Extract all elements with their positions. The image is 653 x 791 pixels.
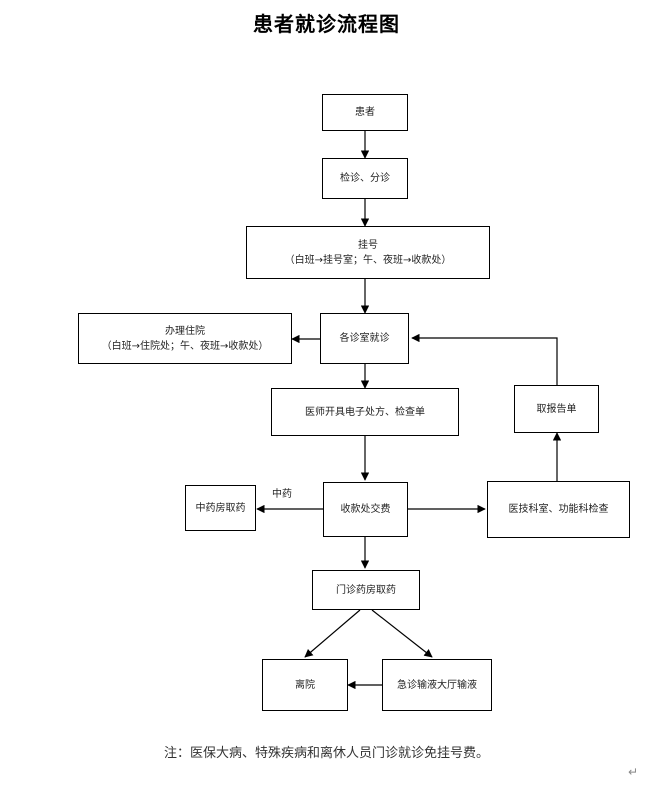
node-payment-label: 收款处交费 xyxy=(340,504,391,515)
edge-pharmacy-to-discharge xyxy=(304,609,361,658)
node-admission[interactable]: 办理住院 （白班→住院处；午、夜班→收款处） xyxy=(78,313,292,364)
node-prescription[interactable]: 医师开具电子处方、检查单 xyxy=(271,388,459,436)
node-infusion[interactable]: 急诊输液大厅输液 xyxy=(382,659,492,711)
node-tcm-pharmacy[interactable]: 中药房取药 xyxy=(185,485,256,531)
node-payment[interactable]: 收款处交费 xyxy=(323,482,408,537)
node-consult[interactable]: 各诊室就诊 xyxy=(320,313,409,364)
edge-report-to-consult xyxy=(411,333,558,385)
page-title: 患者就诊流程图 xyxy=(253,12,400,36)
node-consult-label: 各诊室就诊 xyxy=(339,333,390,344)
node-prescription-label: 医师开具电子处方、检查单 xyxy=(305,406,425,418)
node-discharge-label: 离院 xyxy=(295,679,315,691)
node-patient-label: 患者 xyxy=(355,107,375,118)
node-triage-label: 检诊、分诊 xyxy=(340,173,390,184)
node-registration[interactable]: 挂号 （白班→挂号室；午、夜班→收款处） xyxy=(246,226,490,279)
node-registration-label: 挂号 xyxy=(358,239,378,251)
node-exam[interactable]: 医技科室、功能科检查 xyxy=(487,481,630,538)
node-discharge[interactable]: 离院 xyxy=(262,659,348,711)
node-registration-sublabel: （白班→挂号室；午、夜班→收款处） xyxy=(284,254,452,266)
node-report[interactable]: 取报告单 xyxy=(514,385,599,433)
node-exam-label: 医技科室、功能科检查 xyxy=(508,504,609,515)
node-report-label: 取报告单 xyxy=(536,403,577,415)
node-tcm-pharmacy-label: 中药房取药 xyxy=(195,502,246,514)
paragraph-mark-icon: ↵ xyxy=(628,765,639,779)
node-patient[interactable]: 患者 xyxy=(322,94,408,131)
node-admission-sublabel: （白班→住院处；午、夜班→收款处） xyxy=(101,340,269,352)
edge-label-tcm: 中药 xyxy=(272,489,292,500)
node-pharmacy-label: 门诊药房取药 xyxy=(336,584,396,596)
node-pharmacy[interactable]: 门诊药房取药 xyxy=(312,570,420,610)
node-triage[interactable]: 检诊、分诊 xyxy=(322,158,408,199)
node-infusion-label: 急诊输液大厅输液 xyxy=(397,679,477,691)
edge-pharmacy-to-infusion xyxy=(371,609,433,658)
node-admission-label: 办理住院 xyxy=(165,325,205,337)
footnote: 注：医保大病、特殊疾病和离休人员门诊就诊免挂号费。 xyxy=(163,746,489,761)
